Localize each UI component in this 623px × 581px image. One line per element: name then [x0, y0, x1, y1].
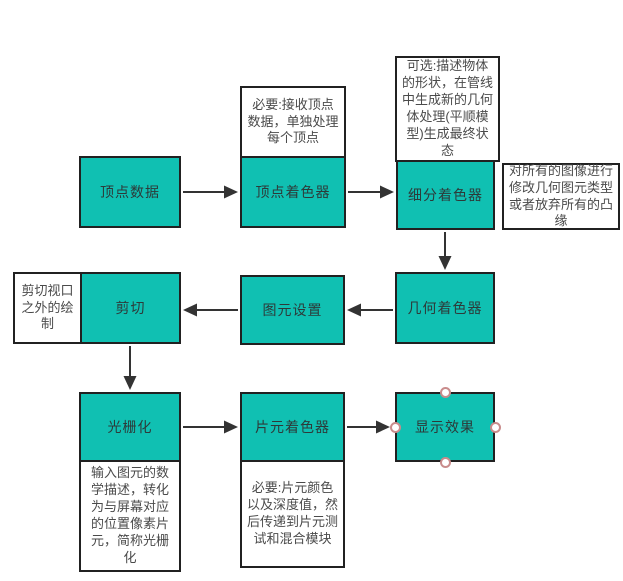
note-tessellation-right-text: 对所有的图像进行修改几何图元类型或者放弃所有的凸缘 [509, 162, 614, 229]
node-clipping-label: 剪切 [115, 300, 146, 316]
node-vertex-shader-label: 顶点着色器 [255, 184, 331, 200]
node-vertex-shader[interactable]: 顶点着色器 [240, 156, 346, 228]
arrow-tessshader-to-geometryshader [438, 232, 452, 270]
note-fragment-shader-text: 必要:片元颜色以及深度值，然后传递到片元测试和混合模块 [247, 480, 339, 546]
arrow-rasterization-to-fragmentshader [183, 420, 238, 434]
arrow-vertexshader-to-tessshader [348, 185, 394, 199]
note-tessellation-optional-text: 可选:描述物体的形状，在管线中生成新的几何体处理(平顺模型)生成最终状态 [402, 58, 494, 158]
selection-handle-left[interactable] [389, 421, 401, 433]
node-clipping[interactable]: 剪切 [80, 272, 181, 344]
note-tessellation-right[interactable]: 对所有的图像进行修改几何图元类型或者放弃所有的凸缘 [502, 163, 620, 230]
note-fragment-shader[interactable]: 必要:片元颜色以及深度值，然后传递到片元测试和混合模块 [240, 460, 345, 568]
node-geometry-shader[interactable]: 几何着色器 [395, 272, 495, 344]
selection-handle-right[interactable] [489, 421, 501, 433]
note-rasterization-text: 输入图元的数学描述，转化为与屏幕对应的位置像素片元，简称光栅化 [90, 465, 169, 565]
node-primitive-setup[interactable]: 图元设置 [240, 275, 345, 345]
node-rasterization[interactable]: 光栅化 [79, 392, 181, 462]
node-primitive-setup-label: 图元设置 [262, 302, 323, 318]
node-display-result[interactable]: 显示效果 [395, 392, 495, 462]
note-clipping[interactable]: 剪切视口之外的绘制 [13, 272, 82, 344]
node-tessellation-shader[interactable]: 细分着色器 [396, 160, 495, 230]
node-vertex-data-label: 顶点数据 [100, 184, 160, 200]
note-clipping-text: 剪切视口之外的绘制 [21, 282, 74, 332]
arrow-geometryshader-to-primitivesetup [347, 303, 393, 317]
node-vertex-data[interactable]: 顶点数据 [79, 156, 181, 228]
node-display-result-label: 显示效果 [415, 419, 475, 435]
arrow-primitivesetup-to-clipping [183, 303, 238, 317]
arrow-clipping-to-rasterization [123, 346, 137, 390]
note-rasterization[interactable]: 输入图元的数学描述，转化为与屏幕对应的位置像素片元，简称光栅化 [79, 460, 181, 572]
arrow-fragmentshader-to-display [347, 420, 390, 434]
selection-handle-bottom[interactable] [439, 456, 451, 468]
node-fragment-shader[interactable]: 片元着色器 [240, 392, 345, 462]
note-vertex-shader[interactable]: 必要:接收顶点数据，单独处理每个顶点 [240, 86, 346, 158]
arrow-vertexdata-to-vertexshader [183, 185, 238, 199]
note-vertex-shader-text: 必要:接收顶点数据，单独处理每个顶点 [247, 96, 339, 146]
node-rasterization-label: 光栅化 [107, 419, 153, 435]
note-tessellation-optional[interactable]: 可选:描述物体的形状，在管线中生成新的几何体处理(平顺模型)生成最终状态 [395, 56, 500, 162]
node-geometry-shader-label: 几何着色器 [407, 300, 483, 316]
selection-handle-top[interactable] [439, 386, 451, 398]
node-tessellation-shader-label: 细分着色器 [408, 187, 483, 203]
node-fragment-shader-label: 片元着色器 [255, 419, 330, 435]
